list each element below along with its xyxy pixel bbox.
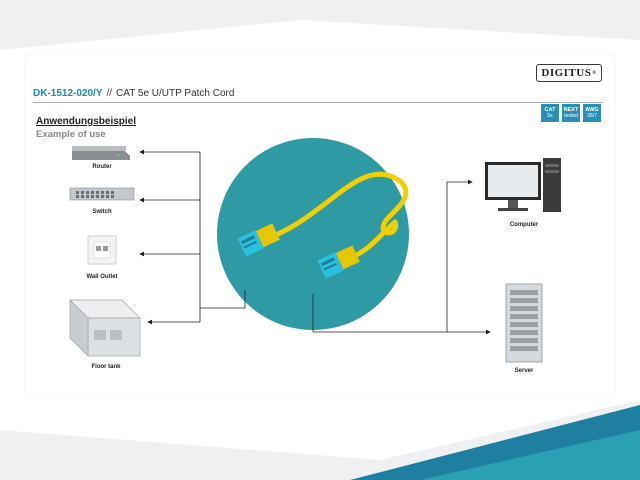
product-title: CAT 5e U/UTP Patch Cord: [116, 88, 235, 99]
cable-circle: [217, 138, 409, 330]
model-number: DK-1512-020/Y: [33, 88, 103, 99]
floor-tank-icon: [69, 299, 141, 357]
right-connectors: [312, 179, 491, 335]
router-icon: [72, 146, 130, 160]
patch-cable-image: [237, 171, 409, 279]
label-wall-outlet: Wall Outlet: [86, 274, 118, 280]
switch-icon: [69, 187, 135, 201]
digitus-logo: DIGITUS®: [536, 64, 602, 82]
server-icon: [505, 283, 543, 363]
label-server: Server: [514, 368, 534, 374]
wall-outlet-icon: [87, 235, 117, 265]
section-subtitle: Example of use: [36, 129, 106, 140]
label-computer: Computer: [509, 222, 539, 228]
computer-icon: [485, 158, 561, 212]
header-separator: //: [106, 88, 113, 99]
label-router: Router: [92, 164, 112, 170]
section-title: Anwendungsbeispiel: [36, 116, 137, 127]
product-header: DK-1512-020/Y//CAT 5e U/UTP Patch Cord: [33, 88, 603, 103]
left-connectors: [139, 149, 246, 325]
registered-mark: ®: [592, 70, 597, 76]
label-floor-tank: Floor tank: [91, 364, 121, 370]
label-switch: Switch: [92, 209, 112, 215]
logo-text: DIGITUS: [541, 67, 592, 79]
